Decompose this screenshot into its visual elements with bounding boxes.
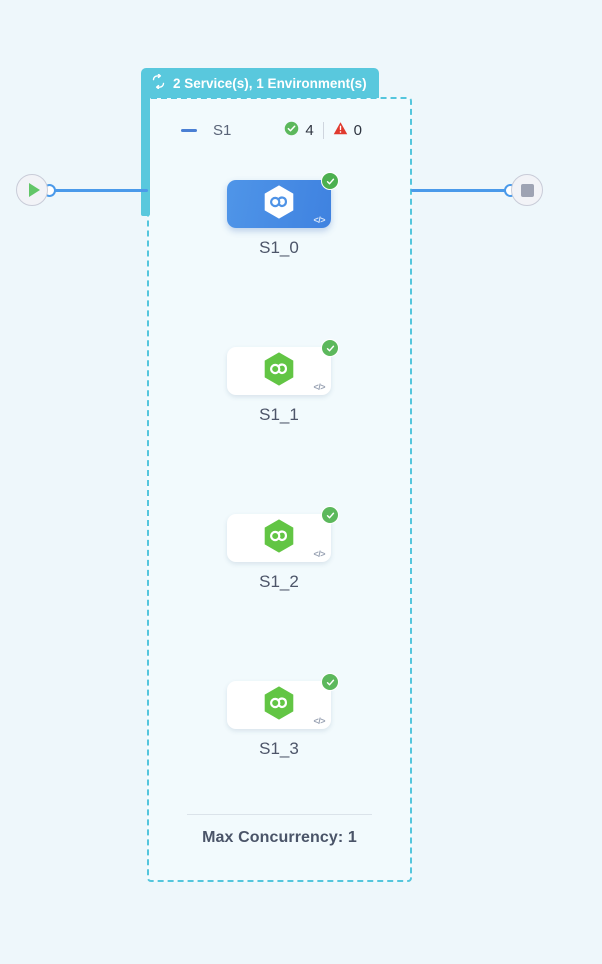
node-card[interactable]: </>	[227, 339, 339, 395]
service-label: S1	[213, 121, 232, 139]
check-circle-icon	[284, 121, 299, 140]
check-circle-icon	[321, 339, 339, 357]
service-status-counters: 4 0	[284, 121, 362, 140]
node-card[interactable]: </>	[227, 506, 339, 562]
end-node[interactable]	[511, 174, 543, 206]
error-count: 0	[353, 121, 362, 139]
hexagon-infinity-icon	[262, 685, 296, 726]
node-label: S1_3	[259, 739, 299, 758]
node-s1_0[interactable]: </> S1_0	[227, 172, 339, 257]
minus-collapse-icon[interactable]	[181, 128, 197, 132]
edge-start-to-group	[48, 189, 148, 192]
check-circle-icon	[321, 506, 339, 524]
success-count: 4	[305, 121, 314, 139]
max-concurrency-label: Max Concurrency: 1	[202, 829, 357, 846]
code-badge-icon: </>	[313, 382, 325, 392]
footer-divider	[187, 814, 372, 815]
group-header-label: 2 Service(s), 1 Environment(s)	[173, 75, 367, 91]
node-card[interactable]: </>	[227, 673, 339, 729]
hexagon-infinity-icon	[262, 518, 296, 559]
start-node[interactable]	[16, 174, 48, 206]
check-circle-icon	[321, 673, 339, 691]
counter-divider	[322, 121, 324, 139]
group-header-badge[interactable]: 2 Service(s), 1 Environment(s)	[141, 68, 379, 98]
hexagon-infinity-icon	[262, 351, 296, 392]
node-s1_1[interactable]: </> S1_1	[227, 339, 339, 424]
node-label: S1_0	[259, 238, 299, 257]
code-badge-icon: </>	[313, 215, 325, 225]
code-badge-icon: </>	[313, 716, 325, 726]
hexagon-infinity-icon	[262, 184, 296, 225]
group-footer: Max Concurrency: 1	[147, 814, 412, 847]
node-s1_2[interactable]: </> S1_2	[227, 506, 339, 591]
node-label: S1_1	[259, 405, 299, 424]
warning-triangle-icon	[333, 121, 348, 140]
loop-refresh-icon	[151, 73, 166, 92]
check-circle-icon	[321, 172, 339, 190]
error-counter: 0	[333, 121, 362, 140]
play-triangle-icon	[28, 183, 40, 197]
code-badge-icon: </>	[313, 549, 325, 559]
success-counter: 4	[284, 121, 314, 140]
node-card[interactable]: </>	[227, 172, 339, 228]
node-label: S1_2	[259, 572, 299, 591]
group-drag-handle[interactable]	[141, 96, 150, 216]
stop-square-icon	[520, 183, 534, 197]
service-row: S1 4 0	[147, 114, 412, 146]
node-s1_3[interactable]: </> S1_3	[227, 673, 339, 758]
edge-group-to-end	[411, 189, 511, 192]
